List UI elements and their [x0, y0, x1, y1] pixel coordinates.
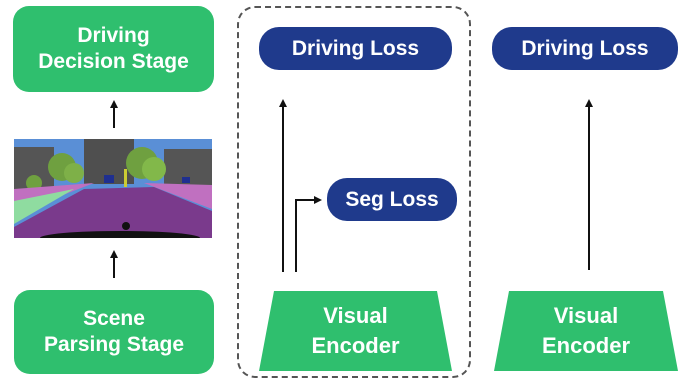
scene-parsing-stage-box: Scene Parsing Stage — [14, 290, 214, 374]
visual-encoder-right-line2: Encoder — [541, 333, 631, 358]
driving-decision-stage-line1: Driving — [77, 24, 150, 47]
visual-encoder-middle: Visual Encoder — [259, 291, 452, 371]
driving-loss-box-right: Driving Loss — [492, 27, 678, 70]
trapezoid-shape-right — [494, 291, 678, 371]
scene-parsing-stage-line1: Scene — [83, 307, 145, 330]
visual-encoder-middle-line1: Visual — [323, 303, 388, 328]
dashed-group-frame — [237, 6, 471, 378]
visual-encoder-right: Visual Encoder — [494, 291, 678, 371]
visual-encoder-right-line1: Visual — [553, 303, 619, 328]
segmentation-scene-image — [14, 139, 212, 238]
trapezoid-shape-middle — [259, 291, 452, 371]
arrow-encoder-to-seg-loss — [295, 196, 322, 272]
visual-encoder-middle-line2: Encoder — [311, 333, 400, 358]
driving-loss-box-middle: Driving Loss — [259, 27, 452, 70]
scene-parsing-stage-line2: Parsing Stage — [43, 333, 185, 356]
seg-loss-box: Seg Loss — [327, 178, 457, 221]
driving-decision-stage-box: Driving Decision Stage — [13, 6, 214, 92]
driving-decision-stage-line2: Decision Stage — [38, 50, 189, 73]
